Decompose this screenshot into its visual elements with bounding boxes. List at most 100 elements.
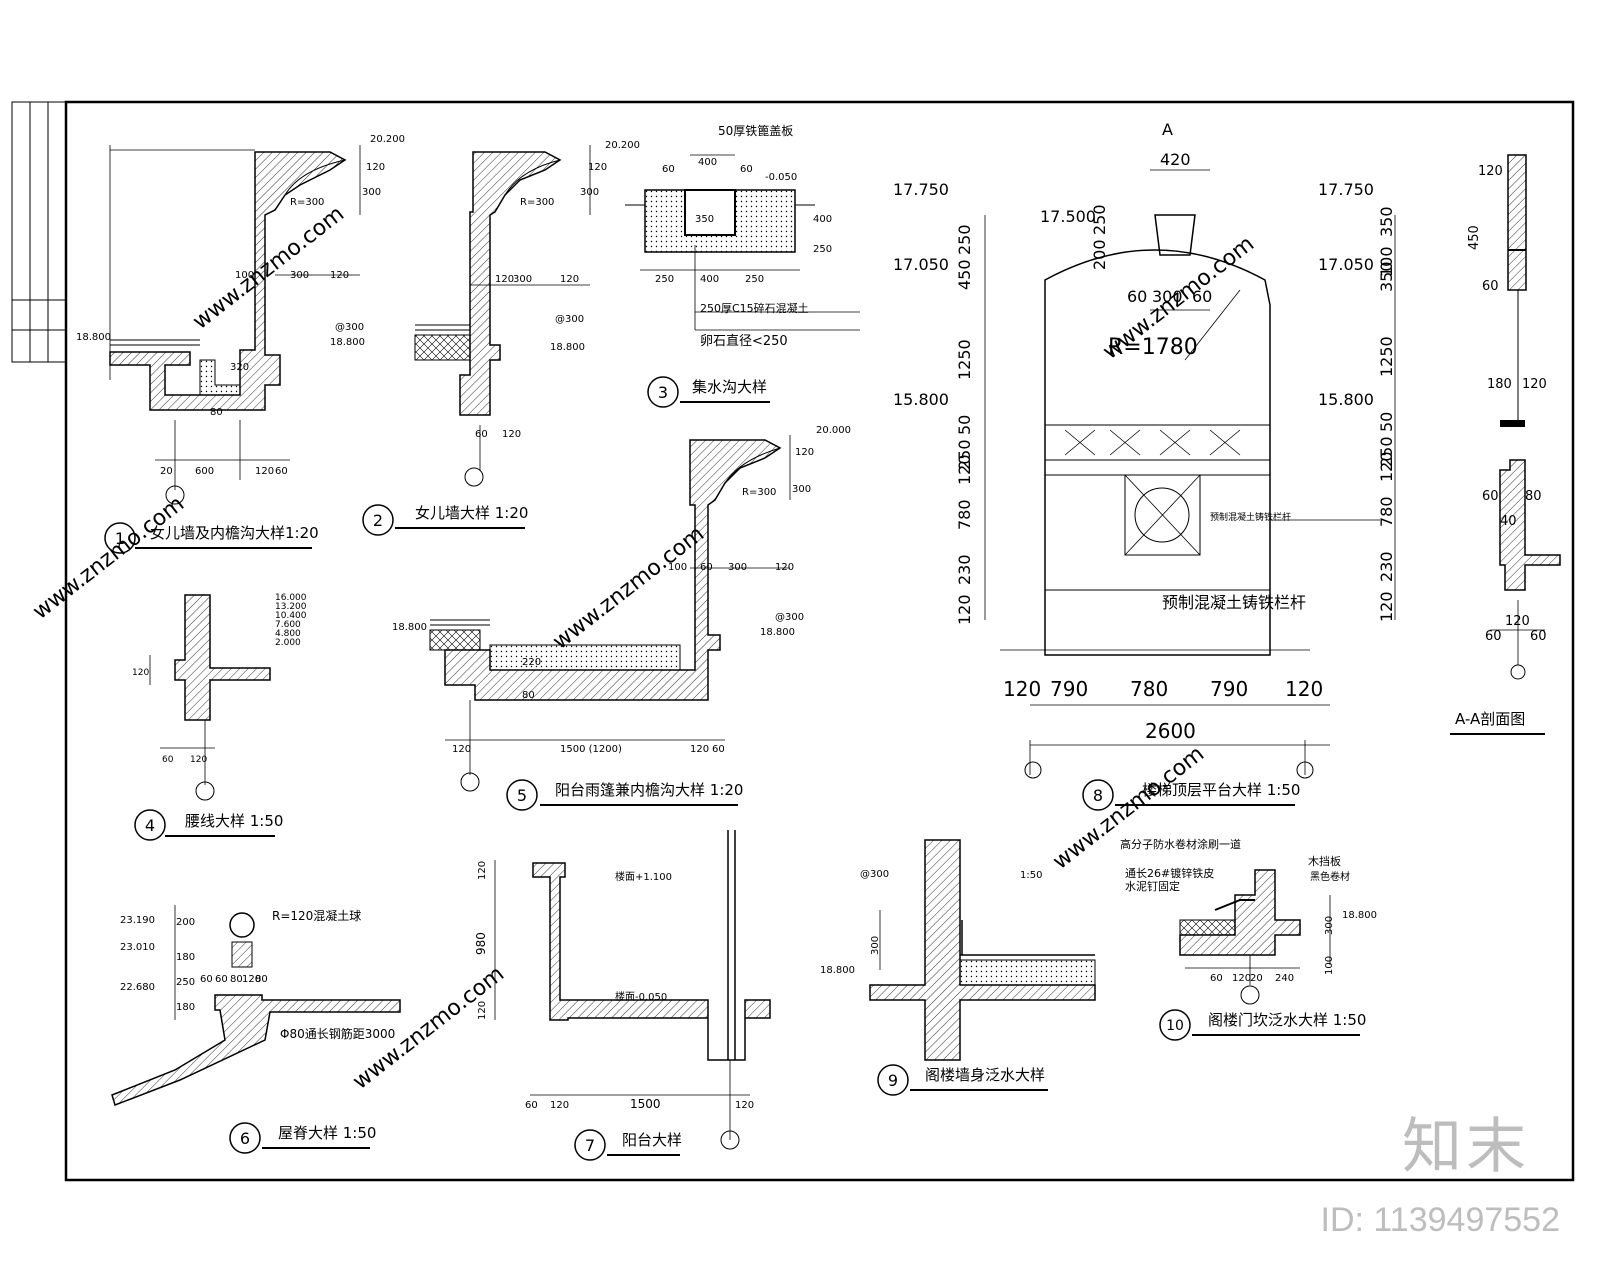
svg-text:600: 600 [195, 466, 214, 477]
svg-text:18.800: 18.800 [550, 342, 585, 353]
svg-text:1500 (1200): 1500 (1200) [560, 744, 622, 755]
svg-text:www.znzmo.com: www.znzmo.com [28, 491, 189, 624]
svg-text:300: 300 [1152, 287, 1183, 306]
svg-text:60: 60 [1482, 489, 1499, 504]
svg-text:80: 80 [522, 690, 535, 701]
svg-text:60: 60 [662, 164, 675, 175]
svg-text:18.800: 18.800 [76, 332, 111, 343]
svg-text:60: 60 [1530, 629, 1547, 644]
svg-text:250: 250 [955, 439, 974, 470]
detail-8-drawing [984, 169, 1396, 779]
svg-text:黑色卷材: 黑色卷材 [1310, 870, 1350, 883]
svg-text:80: 80 [210, 407, 223, 418]
svg-text:400: 400 [698, 157, 717, 168]
svg-text:18.800: 18.800 [760, 627, 795, 638]
svg-text:220: 220 [522, 657, 541, 668]
svg-text:120: 120 [190, 755, 207, 765]
detail-6-drawing [111, 905, 401, 1106]
svg-text:通长26#镀锌铁皮: 通长26#镀锌铁皮 [1125, 866, 1214, 880]
svg-text:180: 180 [176, 952, 195, 963]
svg-text:120: 120 [255, 466, 274, 477]
svg-text:1: 1 [115, 529, 125, 548]
svg-text:楼面-0.050: 楼面-0.050 [615, 990, 667, 1003]
svg-text:100: 100 [1324, 956, 1335, 975]
svg-text:60: 60 [712, 744, 725, 755]
detail-6-labels: 23.190 23.010 22.680 200 180 250 180 60 … [120, 908, 395, 1041]
svg-text:60: 60 [1485, 629, 1502, 644]
detail-2-drawing [414, 145, 591, 487]
detail-1-drawing [109, 145, 361, 505]
detail-10-title: 10 阁楼门坎泛水大样 1:50 [1159, 1009, 1366, 1041]
svg-text:60: 60 [1127, 287, 1147, 306]
svg-text:60: 60 [475, 429, 488, 440]
svg-text:250: 250 [1377, 436, 1396, 467]
svg-text:50: 50 [955, 415, 974, 435]
svg-text:120: 120 [588, 162, 607, 173]
detail-8-title: 8 楼梯顶层平台大样 1:50 [1082, 779, 1300, 811]
svg-text:300: 300 [362, 187, 381, 198]
detail-10-labels: 高分子防水卷材涂刷一道 通长26#镀锌铁皮 水泥钉固定 木挡板 黑色卷材 60 … [1120, 837, 1377, 984]
svg-text:60: 60 [740, 164, 753, 175]
svg-text:300: 300 [1324, 916, 1335, 935]
svg-text:790: 790 [1050, 677, 1088, 701]
svg-text:120: 120 [1377, 591, 1396, 622]
svg-text:1250: 1250 [955, 339, 974, 380]
svg-text:20.000: 20.000 [816, 425, 851, 436]
svg-text:100: 100 [235, 270, 254, 281]
svg-text:240: 240 [1275, 973, 1294, 984]
detail-6-title: 6 屋脊大样 1:50 [229, 1122, 376, 1154]
svg-text:17.750: 17.750 [1318, 180, 1374, 199]
svg-text:250: 250 [655, 274, 674, 285]
svg-text:女儿墙大样 1:20: 女儿墙大样 1:20 [415, 504, 528, 522]
svg-text:R=300: R=300 [520, 197, 554, 208]
image-id-watermark: ID: 1139497552 [1320, 1201, 1560, 1239]
svg-text:120: 120 [1505, 614, 1530, 629]
svg-text:17.050: 17.050 [893, 255, 949, 274]
svg-text:R=300: R=300 [742, 487, 776, 498]
detail-7-labels: 120 980 120 60 120 1500 120 楼面+1.100 楼面-… [474, 861, 754, 1111]
detail-7-drawing [494, 830, 771, 1150]
svg-text:卵石直径<250: 卵石直径<250 [700, 334, 788, 349]
svg-text:15.800: 15.800 [1318, 390, 1374, 409]
svg-text:16.000: 16.000 [275, 593, 307, 603]
svg-text:60: 60 [700, 562, 713, 573]
svg-text:200: 200 [176, 917, 195, 928]
svg-text:180: 180 [1487, 377, 1512, 392]
detail-7-title: 7 阳台大样 [574, 1129, 682, 1161]
svg-text:18.800: 18.800 [330, 337, 365, 348]
svg-text:50厚铁篦盖板: 50厚铁篦盖板 [718, 123, 793, 138]
svg-text:7: 7 [585, 1136, 595, 1155]
svg-text:60: 60 [525, 1100, 538, 1111]
svg-text:120: 120 [1377, 451, 1396, 482]
svg-text:10: 10 [1166, 1018, 1184, 1034]
svg-text:www.znzmo.com: www.znzmo.com [548, 521, 709, 654]
svg-text:80: 80 [230, 974, 243, 985]
svg-text:120: 120 [955, 594, 974, 625]
svg-text:60: 60 [200, 974, 213, 985]
svg-text:23.190: 23.190 [120, 915, 155, 926]
svg-text:预制混凝土铸铁栏杆: 预制混凝土铸铁栏杆 [1210, 511, 1291, 523]
svg-text:9: 9 [888, 1071, 898, 1090]
svg-text:320: 320 [230, 362, 249, 373]
detail-1-labels: 18.800 20.200 18.800 20 600 120 60 120 3… [76, 134, 405, 477]
svg-text:6: 6 [240, 1129, 250, 1148]
svg-text:300: 300 [870, 936, 881, 955]
svg-text:250厚C15碎石混凝土: 250厚C15碎石混凝土 [700, 301, 809, 315]
drawing-frame [64, 100, 1575, 1182]
svg-text:4.800: 4.800 [275, 629, 301, 639]
svg-text:水泥钉固定: 水泥钉固定 [1125, 879, 1180, 893]
svg-text:@300: @300 [775, 612, 804, 623]
svg-text:Φ80通长钢筋距3000: Φ80通长钢筋距3000 [280, 1026, 395, 1041]
svg-text:120: 120 [560, 274, 579, 285]
svg-text:120: 120 [366, 162, 385, 173]
svg-text:780: 780 [955, 499, 974, 530]
section-aa-title: A-A剖面图 [1450, 710, 1545, 735]
svg-text:-0.050: -0.050 [765, 172, 797, 183]
svg-text:楼面+1.100: 楼面+1.100 [615, 870, 672, 883]
svg-text:@300: @300 [555, 314, 584, 325]
svg-text:2: 2 [373, 511, 383, 530]
svg-text:阳台雨篷兼内檐沟大样 1:20: 阳台雨篷兼内檐沟大样 1:20 [555, 781, 743, 799]
svg-text:阳台大样: 阳台大样 [622, 1131, 682, 1149]
svg-text:22.680: 22.680 [120, 982, 155, 993]
svg-text:23.010: 23.010 [120, 942, 155, 953]
